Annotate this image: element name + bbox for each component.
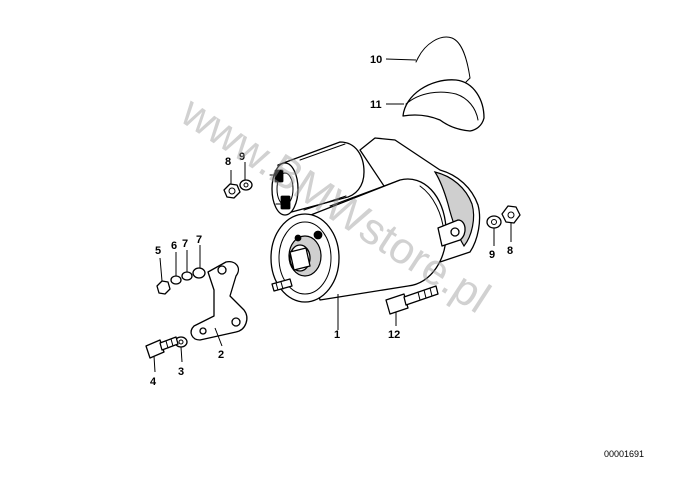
label-part-12: 12 [388, 329, 400, 341]
label-part-1: 1 [334, 329, 340, 341]
label-part-7-inner: 7 [196, 234, 202, 246]
washer-part-9-right[interactable] [486, 215, 502, 229]
label-part-5: 5 [155, 245, 161, 257]
starter-motor-part-1[interactable] [269, 137, 481, 330]
label-part-7-outer: 7 [182, 238, 188, 250]
bracket-part-2[interactable] [190, 261, 248, 347]
label-part-9-right: 9 [489, 249, 495, 261]
circlip-part-10[interactable] [415, 36, 471, 83]
label-part-2: 2 [218, 349, 224, 361]
label-part-8-left: 8 [225, 156, 231, 168]
label-part-6: 6 [171, 240, 177, 252]
diagram-reference-number: 00001691 [604, 449, 644, 459]
long-bolt-part-12[interactable] [385, 285, 439, 315]
label-part-3: 3 [178, 366, 184, 378]
washer-part-9-left[interactable] [239, 179, 253, 191]
washer-part-7-outer[interactable] [181, 271, 193, 281]
hex-nut-part-8-right[interactable] [501, 205, 521, 224]
protective-cap-part-11[interactable] [402, 79, 485, 132]
label-part-8-right: 8 [507, 245, 513, 257]
hex-nut-part-8-left[interactable] [223, 183, 241, 199]
nut-part-5[interactable] [156, 280, 171, 295]
label-part-9-left: 9 [239, 151, 245, 163]
washer-part-6[interactable] [170, 275, 182, 285]
washer-part-7-inner[interactable] [192, 267, 206, 279]
label-part-4: 4 [150, 376, 157, 388]
label-part-10: 10 [370, 54, 382, 66]
label-part-11: 11 [370, 99, 382, 111]
hex-bolt-part-4[interactable] [145, 336, 179, 359]
